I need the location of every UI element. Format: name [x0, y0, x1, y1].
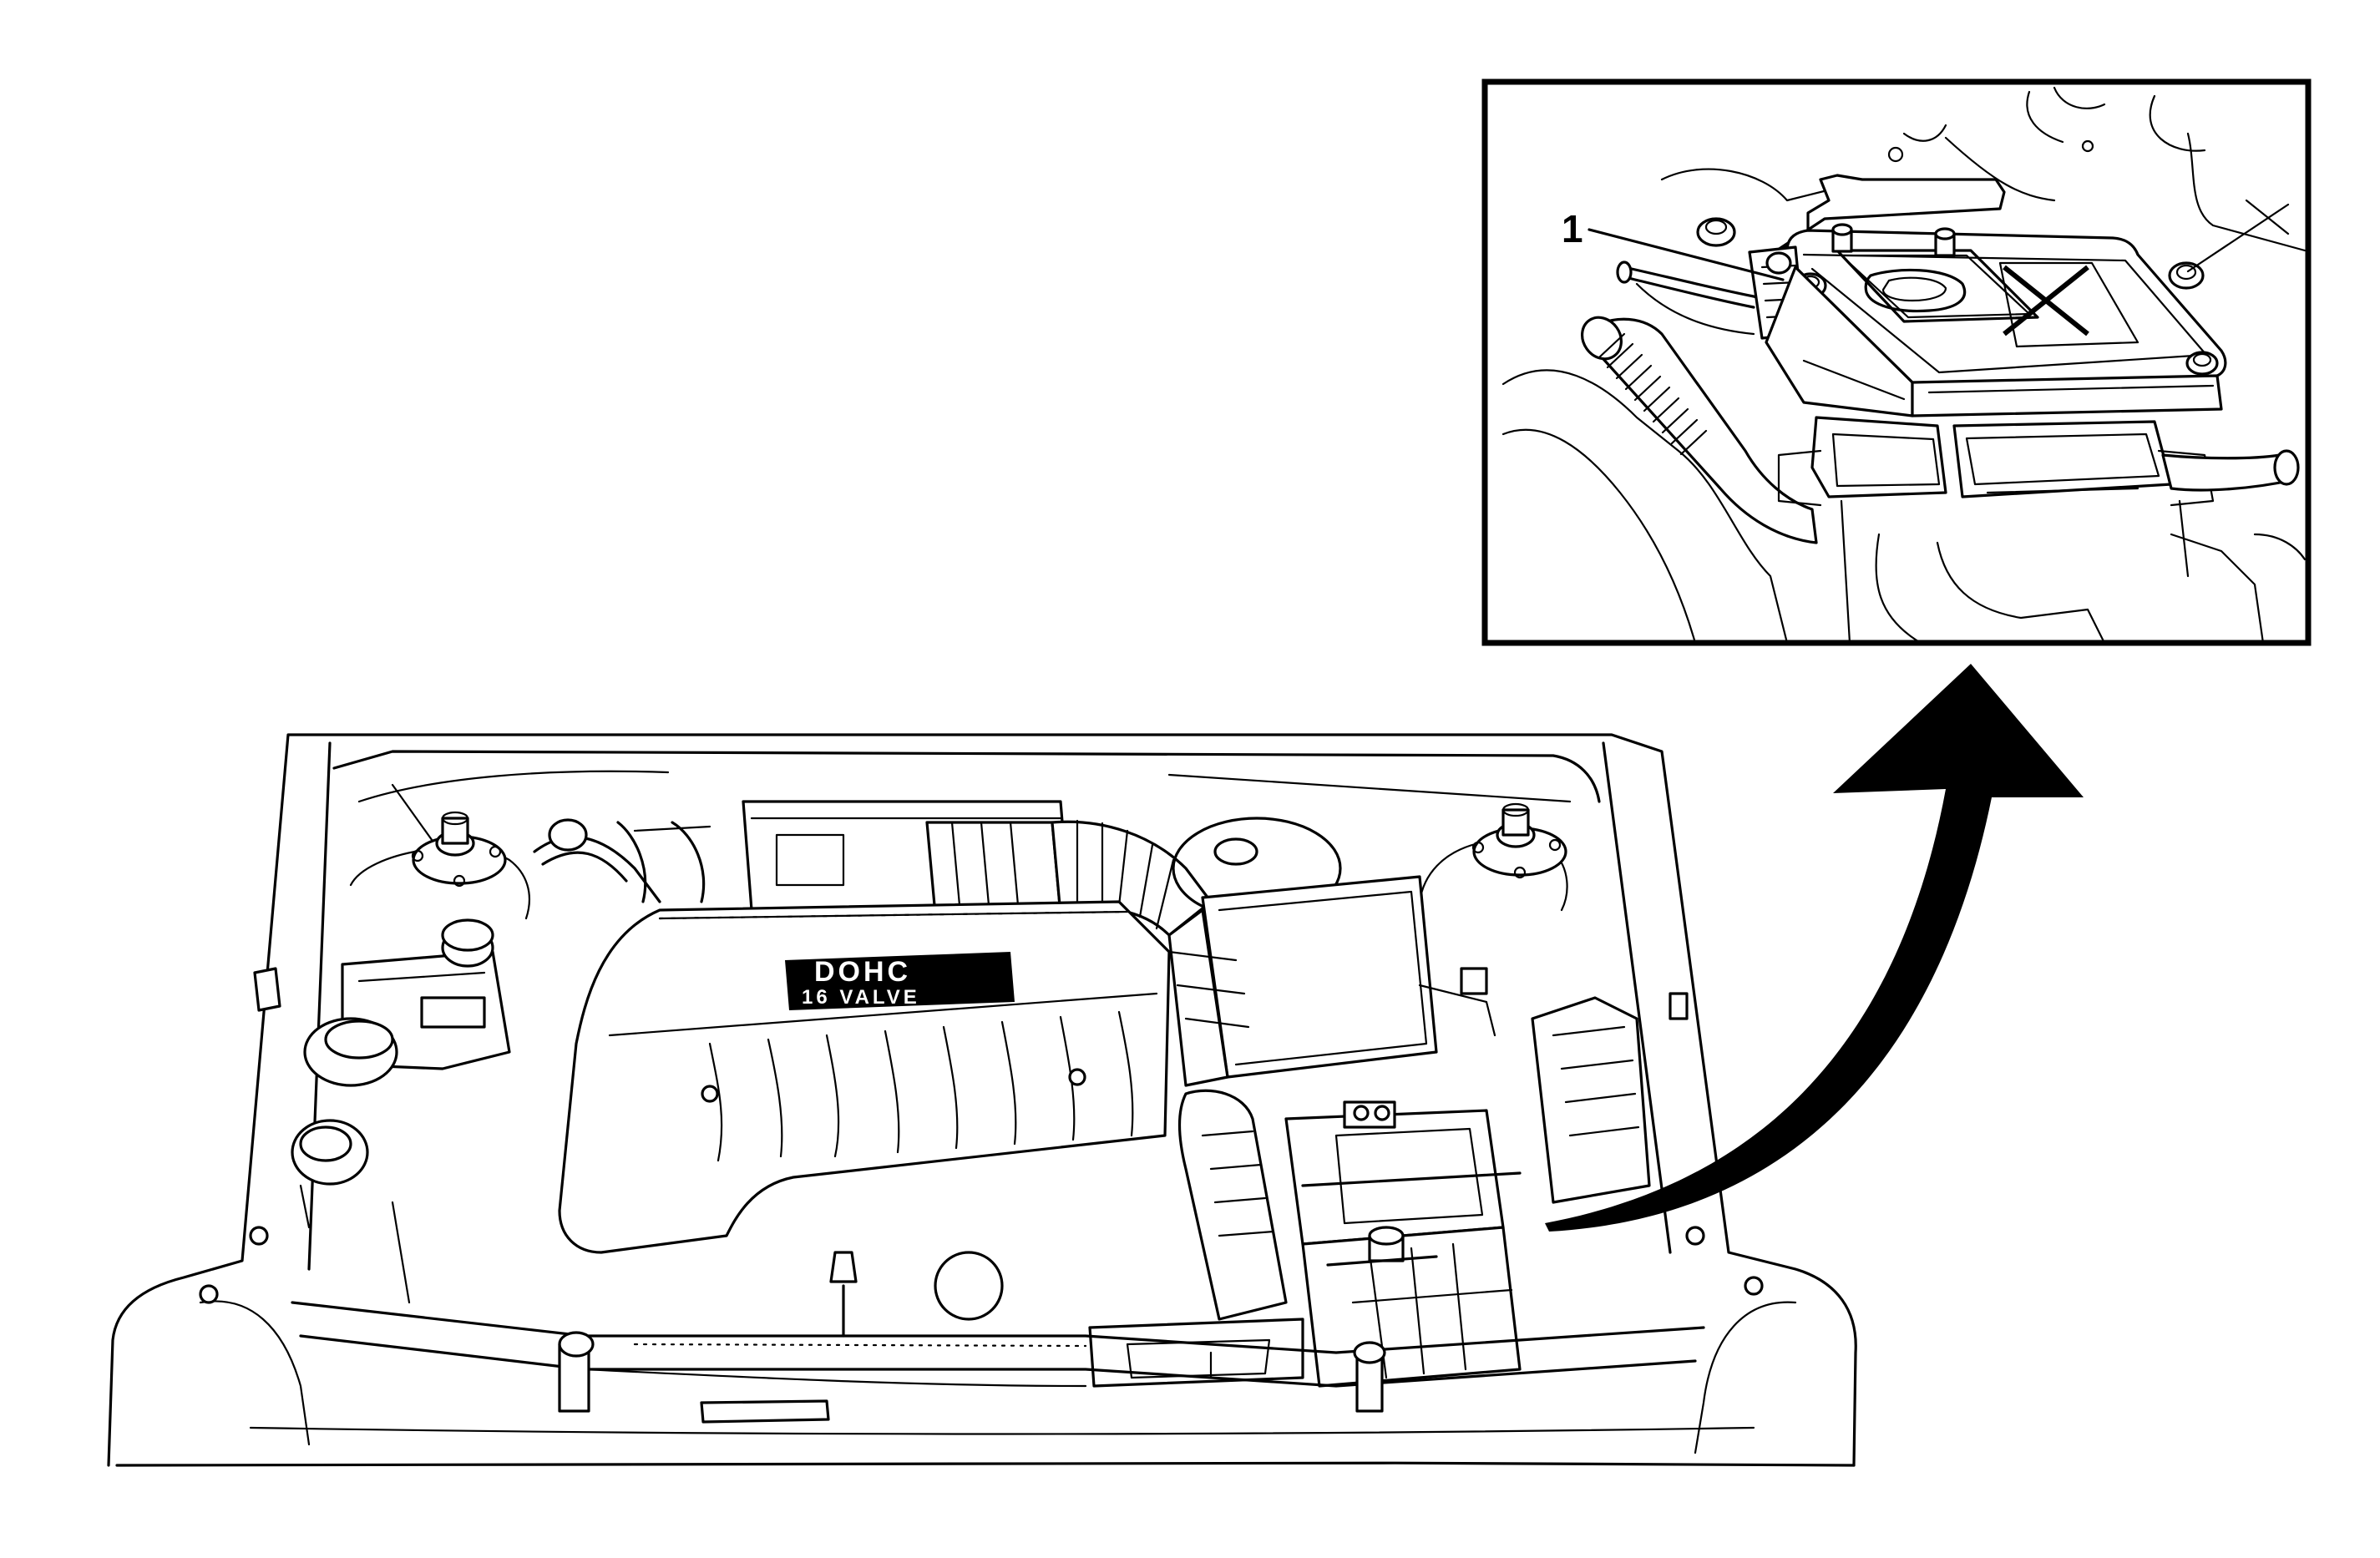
right-strut-tower: [1418, 802, 1568, 912]
callout-1: 1: [1562, 207, 1785, 281]
inset-leader-right: [2186, 203, 2290, 273]
inset-ecm-module: [1748, 174, 2300, 645]
inset-detail-view: 1: [1481, 78, 2312, 646]
engine-cover-badge-line1: DOHC: [814, 956, 911, 988]
body-outline: [107, 733, 1857, 1467]
left-strut-tower: [349, 811, 530, 920]
inset-corrugated-hose: [1581, 316, 1818, 544]
engine-bay-view: DOHC 16 VALVE: [107, 733, 1857, 1467]
fuse-box: [1531, 996, 1651, 1204]
radiator-support: [291, 1301, 1705, 1354]
engine-cover: DOHC 16 VALVE: [558, 900, 1171, 1254]
air-filter-box: [1167, 875, 1496, 1087]
coolant-reservoir: [291, 918, 511, 1304]
engine-cover-dotted-rim: [658, 910, 1129, 920]
inset-bolt-upper-left: [1696, 217, 1736, 247]
inset-wire-harness: [1623, 266, 1780, 306]
callout-1-label: 1: [1562, 207, 1583, 250]
inset-background-structure: [1501, 86, 2307, 645]
cowl-panel: [332, 750, 1601, 803]
curved-pointer-arrow: [1545, 664, 2084, 1232]
intake-hose-lower: [1177, 1089, 1288, 1321]
engine-cover-badge-line2: 16 VALVE: [802, 986, 920, 1009]
